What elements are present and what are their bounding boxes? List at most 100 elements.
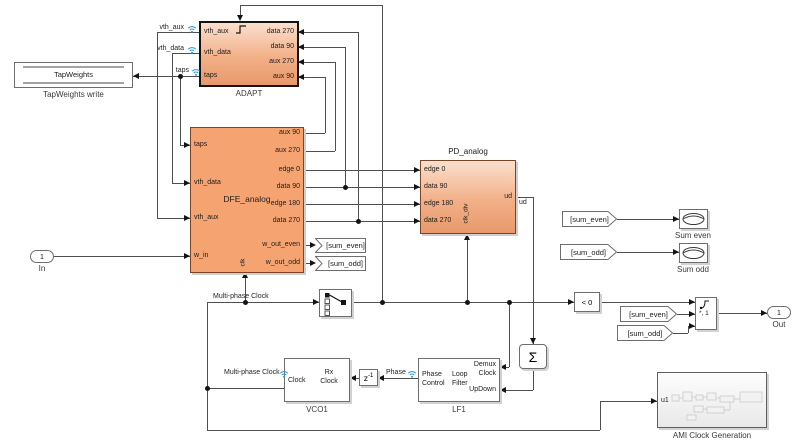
compare-to-zero-block[interactable]: < 0 bbox=[574, 292, 600, 312]
wire bbox=[298, 32, 358, 33]
block-label: VCO1 bbox=[306, 405, 328, 414]
scope-block-sum-even[interactable] bbox=[679, 209, 708, 229]
wire bbox=[172, 183, 190, 184]
arrowhead bbox=[568, 299, 574, 305]
arrowhead bbox=[414, 201, 420, 207]
outport-number: 1 bbox=[776, 308, 782, 317]
wire bbox=[325, 77, 326, 133]
arrowhead bbox=[530, 338, 536, 344]
signal-label-phase: Phase bbox=[386, 369, 406, 376]
wire bbox=[303, 133, 325, 134]
wire bbox=[533, 369, 534, 390]
dfe-analog-subsystem-block[interactable]: DFE_analog taps vth_data vth_aux w_in au… bbox=[190, 127, 304, 273]
arrowhead bbox=[242, 272, 248, 278]
arrowhead bbox=[689, 311, 695, 317]
wire bbox=[617, 219, 679, 220]
arrowhead bbox=[673, 249, 679, 255]
port-label: edge 0 bbox=[278, 166, 300, 173]
inport-block[interactable]: 1 bbox=[30, 250, 54, 263]
wire bbox=[298, 62, 335, 63]
from-tag-sum-odd-scope[interactable]: [sum_odd] bbox=[560, 244, 617, 260]
data-store-write-block[interactable]: TapWeights bbox=[14, 62, 133, 88]
selector-icon bbox=[324, 293, 346, 316]
port-label: vth_aux bbox=[194, 214, 219, 221]
ami-clock-generation-block[interactable]: u1 bbox=[657, 372, 767, 428]
arrowhead bbox=[500, 387, 506, 393]
outport-block[interactable]: 1 bbox=[767, 306, 791, 319]
sigma-symbol: Σ bbox=[528, 348, 538, 365]
from-tag-text: [sum_odd] bbox=[570, 247, 607, 257]
compare-text: < 0 bbox=[581, 297, 593, 307]
junction-dot bbox=[507, 300, 512, 305]
from-tag-text: [sum_odd] bbox=[627, 328, 663, 338]
port-label: aux 90 bbox=[272, 73, 294, 80]
wire bbox=[207, 302, 208, 388]
goto-tag-sum-even[interactable]: [sum_even] bbox=[315, 238, 366, 253]
arrowhead bbox=[651, 398, 657, 404]
trigger-port-icon bbox=[236, 25, 246, 34]
junction-dot bbox=[356, 219, 361, 224]
wire bbox=[382, 5, 383, 302]
scope-eye-icon bbox=[682, 213, 705, 225]
wire bbox=[303, 221, 420, 222]
arrowhead bbox=[310, 242, 316, 248]
wire bbox=[133, 76, 199, 77]
port-label: edge 180 bbox=[270, 200, 300, 207]
port-label: w_out_odd bbox=[265, 259, 300, 266]
port-label: vth_aux bbox=[204, 28, 229, 35]
from-tag-sum-even-switch[interactable]: [sum_even] bbox=[620, 306, 677, 322]
unit-delay-block[interactable]: z-1 bbox=[359, 369, 378, 386]
pd-analog-subsystem-block[interactable]: edge 0 data 90 edge 180 data 270 ud clk_… bbox=[420, 160, 516, 234]
junction-dot bbox=[178, 74, 183, 79]
wire bbox=[358, 32, 359, 221]
junction-dot bbox=[465, 300, 470, 305]
block-label: Sum even bbox=[674, 231, 712, 240]
signal-logging-icon bbox=[187, 47, 197, 54]
wire bbox=[157, 218, 190, 219]
wire bbox=[298, 47, 345, 48]
port-label: aux 270 bbox=[269, 58, 294, 65]
signal-label-taps: taps bbox=[175, 67, 189, 74]
block-label: In bbox=[38, 264, 46, 273]
junction-dot bbox=[380, 300, 385, 305]
from-tag-sum-even-scope[interactable]: [sum_even] bbox=[562, 211, 617, 227]
wire bbox=[345, 47, 346, 187]
wire bbox=[516, 197, 533, 198]
scope-block-sum-odd[interactable] bbox=[679, 243, 708, 263]
signal-logging-icon bbox=[279, 371, 289, 378]
adapt-subsystem-block[interactable]: vth_aux vth_data taps data 270 data 90 a… bbox=[199, 21, 299, 87]
delay-text: z-1 bbox=[363, 372, 374, 383]
arrowhead bbox=[184, 180, 190, 186]
block-label: LF1 bbox=[452, 405, 466, 414]
port-label: aux 270 bbox=[275, 147, 300, 154]
sum-block[interactable]: Σ bbox=[519, 344, 547, 369]
wire bbox=[500, 390, 533, 391]
wire bbox=[207, 388, 208, 430]
clk-div-port-label: clk_div bbox=[462, 203, 470, 224]
wire bbox=[303, 245, 312, 246]
multiport-switch-block[interactable]: *, 1 bbox=[695, 297, 717, 330]
from-tag-sum-odd-switch[interactable]: [sum_odd] bbox=[617, 325, 673, 341]
port-label: data 90 bbox=[424, 183, 448, 190]
wire bbox=[600, 302, 695, 303]
block-title: DFE_analog bbox=[223, 194, 271, 204]
data-store-line bbox=[23, 66, 124, 68]
block-label: Sum odd bbox=[676, 265, 710, 274]
arrowhead bbox=[313, 299, 319, 305]
arrowhead bbox=[298, 59, 304, 65]
arrowhead bbox=[689, 323, 695, 329]
port-label: aux 90 bbox=[278, 129, 300, 136]
selector-block[interactable] bbox=[319, 289, 352, 317]
signal-label-vth-data: vth_data bbox=[157, 45, 184, 52]
arrowhead bbox=[298, 74, 304, 80]
junction-dot bbox=[205, 386, 210, 391]
signal-logging-icon bbox=[407, 371, 417, 378]
port-label: data 90 bbox=[276, 183, 300, 190]
wire bbox=[303, 204, 420, 205]
goto-tag-sum-odd[interactable]: [sum_odd] bbox=[315, 256, 366, 271]
port-label: data 90 bbox=[270, 43, 294, 50]
